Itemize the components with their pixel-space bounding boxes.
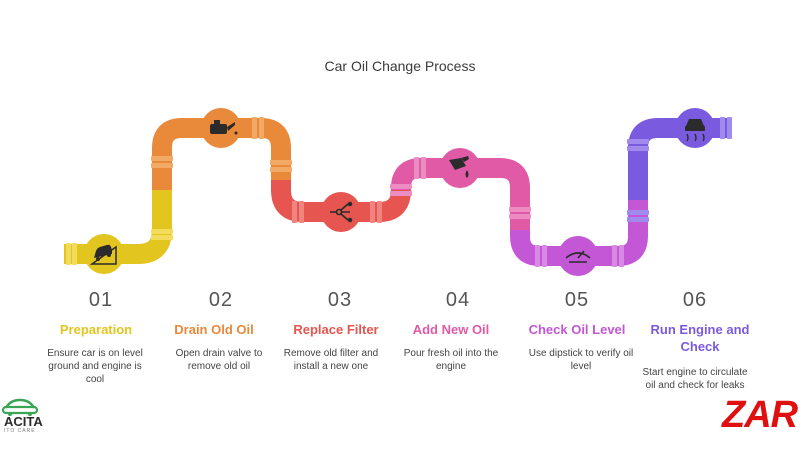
step-4-title: Add New Oil xyxy=(412,322,490,337)
step-6-number: 06 xyxy=(682,289,708,311)
pipe-couplings-3 xyxy=(292,201,382,223)
step-3-marker xyxy=(321,192,361,232)
step-4-description: Pour fresh oil into the engine xyxy=(403,348,499,372)
step-1-number: 01 xyxy=(88,289,114,311)
pipe-couplings-6 xyxy=(627,117,732,222)
car-on-slope-icon xyxy=(89,244,117,265)
step-5-number: 05 xyxy=(564,289,590,311)
step-1-title: Preparation xyxy=(59,322,133,337)
step-5-title: Check Oil Level xyxy=(528,322,626,337)
step-6-description: Start engine to circulate oil and check … xyxy=(642,367,748,391)
filter-icon xyxy=(330,201,353,223)
diagram-title: Car Oil Change Process xyxy=(324,58,476,74)
step-3-title: Replace Filter xyxy=(293,322,379,337)
step-2-marker xyxy=(201,108,241,148)
pipe-couplings-2 xyxy=(151,117,292,172)
acita-logo-subtext: ITO CARE xyxy=(4,428,36,434)
step-2-number: 02 xyxy=(208,289,234,311)
engine-check-icon xyxy=(685,119,705,142)
step-6-title: Run Engine and Check xyxy=(650,322,750,354)
oil-can-icon xyxy=(210,120,238,135)
step-3-number: 03 xyxy=(327,289,353,311)
pipe-couplings-5 xyxy=(535,245,624,267)
step-2-title: Drain Old Oil xyxy=(174,322,254,337)
acita-logo-car-icon xyxy=(1,398,39,416)
step-1-description: Ensure car is on level ground and engine… xyxy=(47,348,143,385)
pipe-couplings-1 xyxy=(66,229,173,265)
dipstick-gauge-icon xyxy=(565,250,591,263)
step-5-marker xyxy=(558,236,598,276)
step-3-description: Remove old filter and install a new one xyxy=(283,348,379,372)
zar-logo: ZAR xyxy=(722,394,798,436)
step-2-description: Open drain valve to remove old oil xyxy=(175,348,263,372)
step-1-marker xyxy=(84,234,124,274)
acita-logo-text: ACITA xyxy=(4,414,43,429)
step-6-marker xyxy=(675,108,715,148)
pipe-couplings-4 xyxy=(390,157,531,219)
step-4-marker xyxy=(440,148,480,188)
step-4-number: 04 xyxy=(445,289,471,311)
pouring-oil-icon xyxy=(449,156,469,178)
step-5-description: Use dipstick to verify oil level xyxy=(528,348,634,372)
